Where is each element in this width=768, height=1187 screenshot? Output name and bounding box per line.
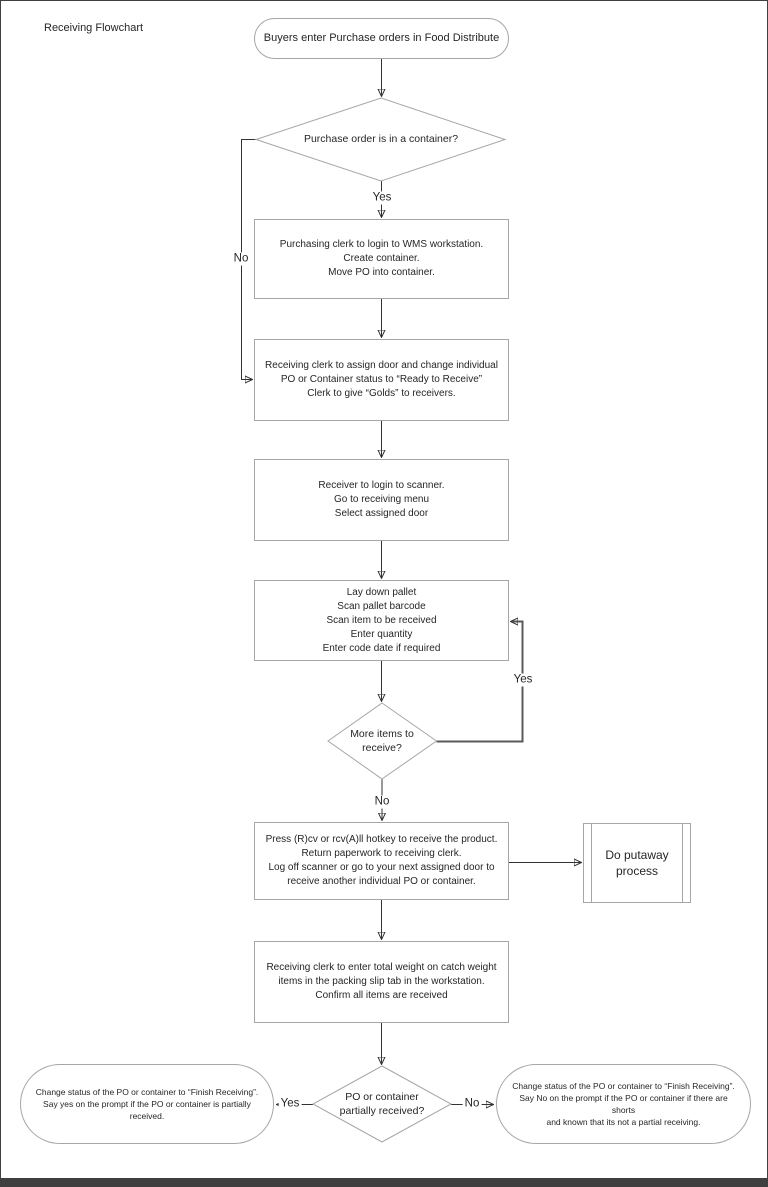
predefined-putaway-process: Do putaway process xyxy=(583,823,691,903)
decision-container-label: Purchase order is in a container? xyxy=(303,133,459,145)
process-receive-product: Press (R)cv or rcv(A)ll hotkey to receiv… xyxy=(254,822,509,900)
end-terminator-partial-yes: Change status of the PO or container to … xyxy=(20,1064,274,1144)
putaway-label: Do putaway process xyxy=(605,848,669,878)
edge-label-container-yes: Yes xyxy=(370,191,394,205)
edge-label-more-items-no: No xyxy=(372,795,392,809)
putaway-side-line-left xyxy=(591,824,592,902)
edge-label-container-no: No xyxy=(231,252,251,266)
decision-more-items-label: More items to receive? xyxy=(350,728,414,754)
page-title: Receiving Flowchart xyxy=(44,22,144,34)
start-terminator: Buyers enter Purchase orders in Food Dis… xyxy=(254,18,509,59)
process-assign-door: Receiving clerk to assign door and chang… xyxy=(254,339,509,421)
page-bottom-border xyxy=(1,1178,767,1187)
process-enter-weight: Receiving clerk to enter total weight on… xyxy=(254,941,509,1023)
process-create-container: Purchasing clerk to login to WMS worksta… xyxy=(254,219,509,299)
process-login-scanner: Receiver to login to scanner. Go to rece… xyxy=(254,459,509,541)
decision-partial-label: PO or container partially received? xyxy=(339,1091,425,1117)
end-terminator-partial-no: Change status of the PO or container to … xyxy=(496,1064,751,1144)
edge-label-partial-yes: Yes xyxy=(278,1097,302,1111)
process-scan-items: Lay down pallet Scan pallet barcode Scan… xyxy=(254,580,509,661)
putaway-side-line-right xyxy=(682,824,683,902)
edge-label-more-items-yes: Yes xyxy=(511,673,535,687)
edge-label-partial-no: No xyxy=(462,1097,482,1111)
